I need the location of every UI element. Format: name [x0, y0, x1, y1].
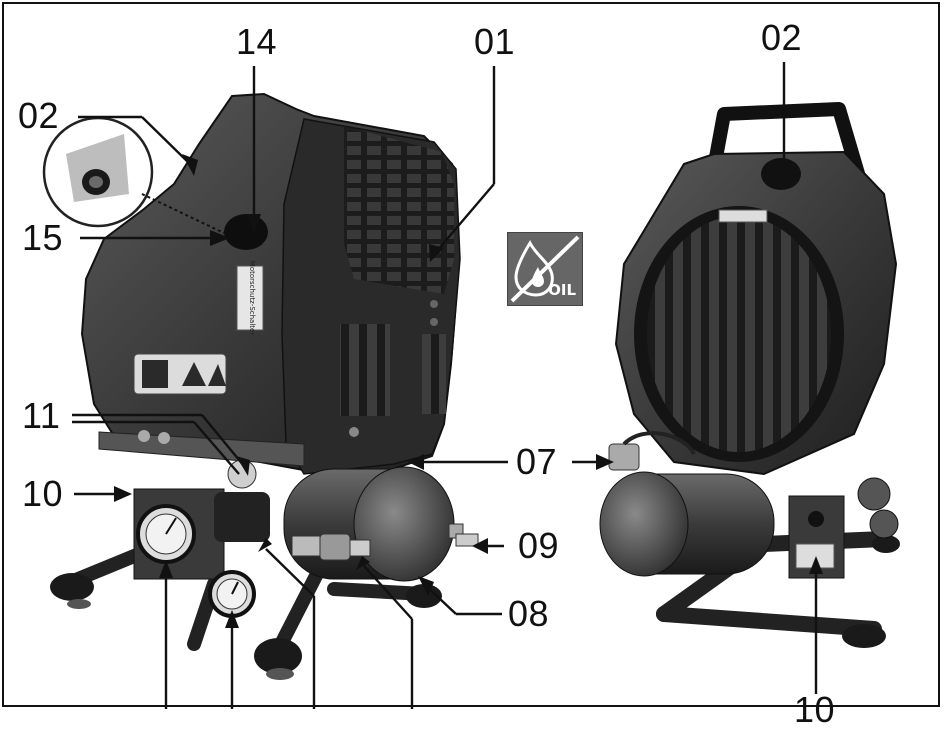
callout-09: 09 [518, 525, 560, 566]
left-compressor: Motorschutz-Schalter [42, 92, 479, 680]
callout-02-right: 02 [761, 17, 803, 58]
callout-08: 08 [508, 593, 550, 634]
oil-free-badge: OIL [507, 232, 583, 306]
arrowheads [114, 154, 823, 628]
callout-02-left: 02 [18, 95, 60, 136]
callout-11: 11 [22, 395, 61, 436]
callout-15: 15 [22, 217, 64, 258]
callout-10-right: 10 [794, 689, 836, 730]
oil-badge-text: OIL [548, 281, 576, 299]
motor-switch-decal: Motorschutz-Schalter [248, 261, 256, 336]
leader-lines [72, 62, 818, 709]
warning-decals [133, 353, 227, 395]
no-oil-icon [510, 235, 580, 303]
compressor-illustration: Motorschutz-Schalter [42, 62, 900, 709]
callout-07: 07 [516, 441, 558, 482]
callout-10-left: 10 [22, 473, 64, 514]
right-compressor [599, 102, 900, 648]
callout-14: 14 [236, 21, 278, 62]
callout-01: 01 [474, 21, 516, 62]
